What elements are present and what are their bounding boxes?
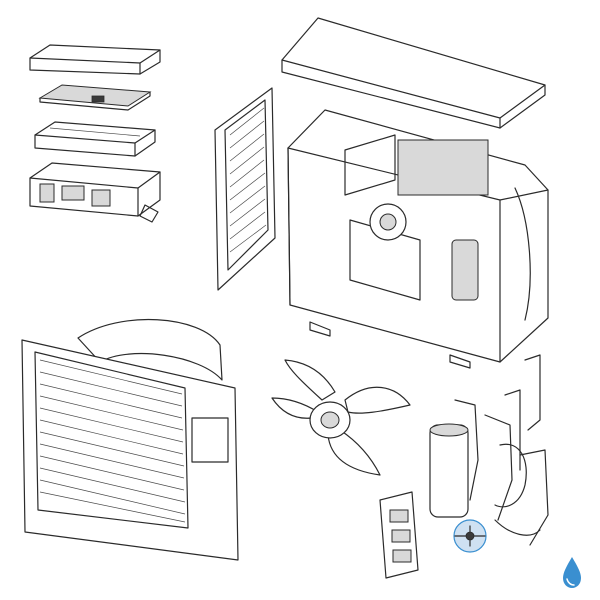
top-lid-panel — [281, 17, 546, 129]
control-board-cover — [38, 84, 152, 111]
front-panel — [21, 318, 239, 561]
highlighted-valve — [453, 519, 487, 553]
top-cover-panel — [29, 44, 161, 75]
electrical-box — [29, 162, 161, 223]
fan-blade — [271, 359, 411, 476]
side-grille-panel — [214, 87, 276, 291]
refrigerant-piping-assembly — [429, 354, 549, 546]
control-board-tray — [34, 121, 156, 157]
terminal-plate — [379, 491, 419, 579]
unit-chassis — [287, 109, 549, 369]
water-drop-logo-icon — [563, 557, 581, 588]
